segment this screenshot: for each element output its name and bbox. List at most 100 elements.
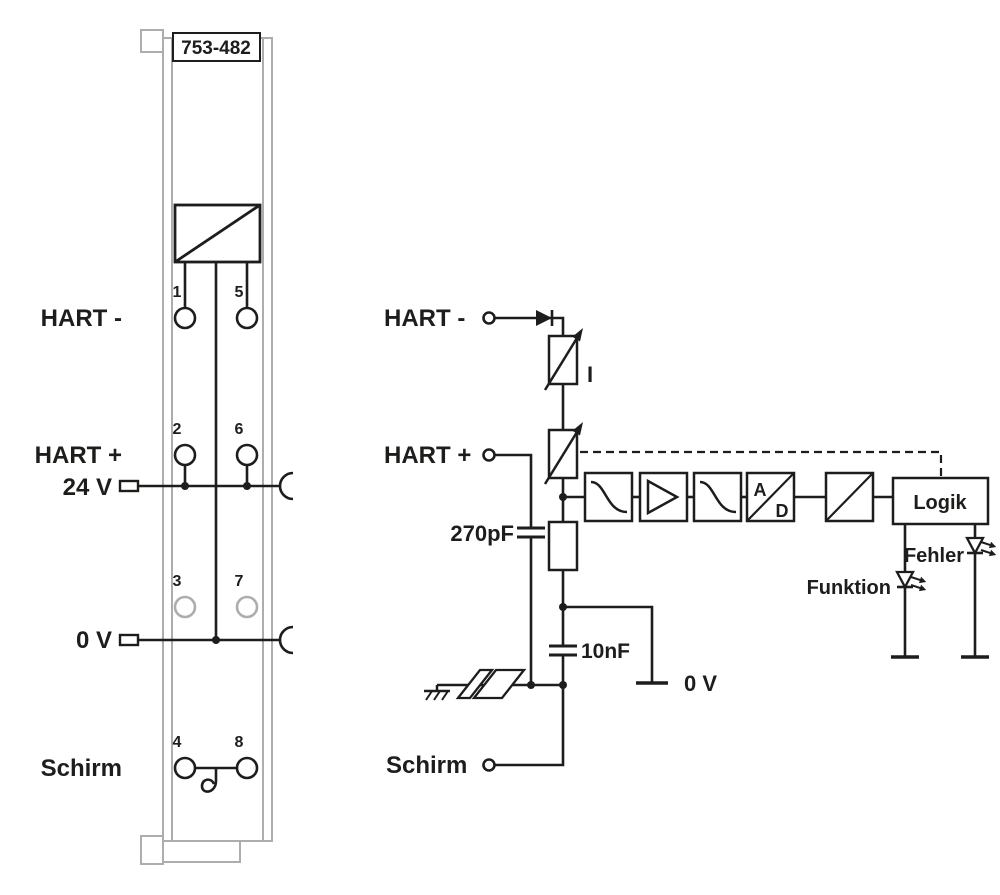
terminal-8 — [235, 756, 259, 780]
junction-dot — [212, 636, 220, 644]
label-hart-plus: HART + — [384, 442, 471, 469]
variable-resistor-1-icon — [543, 328, 583, 391]
capacitor-10nf-icon — [549, 644, 577, 657]
module-drawing: 753-482 1 5 2 6 3 7 4 8 HART - HART + 24… — [35, 29, 294, 865]
junction-dot — [181, 482, 189, 490]
module-terminals — [173, 306, 259, 780]
diode-triangle — [536, 310, 552, 326]
junction-dot — [559, 603, 567, 611]
earth-ground-icon — [424, 685, 450, 701]
power-supply-block — [173, 203, 262, 264]
wire-hart-minus-in — [495, 316, 565, 336]
isolation-diagonal — [825, 472, 874, 522]
label-schirm: Schirm — [386, 752, 467, 779]
signal-chain: A D Logik — [583, 471, 990, 526]
bus-contact-0v-icon — [278, 625, 294, 655]
terminal-number-5: 5 — [235, 284, 244, 301]
schematic-drawing: A D Logik — [384, 305, 997, 779]
terminal-hart-minus — [482, 311, 496, 325]
terminal-bars — [636, 655, 989, 685]
shunt-resistor-icon — [547, 520, 579, 572]
led-ray — [980, 541, 997, 549]
terminal-5 — [235, 306, 259, 330]
terminal-numbers: 1 5 2 6 3 7 4 8 — [173, 284, 244, 751]
label-current-i: I — [587, 362, 593, 387]
terminal-number-4: 4 — [173, 734, 182, 751]
label-funktion: Funktion — [807, 577, 891, 599]
housing-bottom-latch — [140, 835, 164, 865]
wire-shield-in — [495, 655, 565, 767]
label-schirm: Schirm — [41, 755, 122, 782]
terminal-6 — [235, 443, 259, 467]
wire-0v-branch — [563, 605, 654, 683]
led-function-icon — [895, 570, 927, 592]
schematic-labels: HART - HART + I 270pF 10nF 0 V Schirm Fe… — [384, 305, 964, 779]
ad-converter-diagonal — [746, 472, 795, 522]
label-24v: 24 V — [63, 474, 112, 501]
dashed-control-line — [580, 450, 943, 478]
wire-hart-plus-in — [495, 453, 533, 528]
din-rail-segment — [471, 668, 527, 700]
resistor-arrow-head — [572, 328, 583, 342]
label-hart-minus: HART - — [41, 305, 122, 332]
terminal-number-6: 6 — [235, 421, 244, 438]
terminal-schirm — [482, 758, 496, 772]
adc-a-label: A — [754, 480, 767, 500]
logic-block — [891, 476, 990, 526]
lowpass-filter-curve-icon — [699, 480, 737, 514]
led-triangle — [965, 536, 985, 556]
supply-plug-24v-icon — [118, 479, 140, 493]
label-0v: 0 V — [684, 671, 717, 696]
diode-icon — [536, 310, 554, 326]
led-ray — [980, 549, 997, 557]
resistor-arrow-shaft — [543, 431, 579, 485]
lowpass-filter-block-1 — [583, 471, 634, 523]
schematic-wiring — [437, 316, 977, 767]
label-270pf: 270pF — [450, 521, 514, 546]
din-rail-icon — [455, 668, 527, 700]
resistor-arrow-shaft — [543, 337, 579, 391]
terminal-7 — [235, 595, 259, 619]
amplifier-icon — [646, 478, 680, 516]
resistor-arrow-head — [572, 422, 583, 436]
schematic-terminals — [482, 311, 496, 772]
terminal-2 — [173, 443, 197, 467]
logic-label: Logik — [913, 492, 967, 514]
part-number: 753-482 — [181, 38, 251, 59]
module-junctions — [181, 482, 251, 644]
label-fehler: Fehler — [904, 545, 964, 567]
terminal-hart-plus — [482, 448, 496, 462]
label-hart-minus: HART - — [384, 305, 465, 332]
label-hart-plus: HART + — [35, 442, 122, 469]
shield-pigtail-icon — [200, 768, 218, 793]
terminal-1 — [173, 306, 197, 330]
terminal-4 — [173, 756, 197, 780]
lowpass-filter-block-2 — [692, 471, 743, 523]
bus-contact-24v-icon — [278, 471, 294, 501]
terminal-number-2: 2 — [173, 421, 182, 438]
capacitor-270pf-icon — [517, 526, 545, 539]
terminal-number-7: 7 — [235, 573, 244, 590]
supply-plug-0v-icon — [118, 633, 140, 647]
led-error-icon — [965, 536, 997, 557]
adc-d-label: D — [776, 501, 789, 521]
schematic-junctions — [527, 493, 567, 689]
power-block-diagonal — [174, 203, 261, 264]
led-ray — [910, 584, 927, 592]
lowpass-filter-curve-icon — [590, 480, 628, 514]
din-rail-segment — [455, 668, 495, 700]
junction-dot — [527, 681, 535, 689]
label-0v: 0 V — [76, 627, 112, 654]
led-triangle — [895, 570, 915, 590]
junction-dot — [243, 482, 251, 490]
terminal-3 — [173, 595, 197, 619]
terminal-number-1: 1 — [173, 284, 182, 301]
label-10nf: 10nF — [581, 640, 630, 663]
terminal-number-8: 8 — [235, 734, 244, 751]
junction-dot — [559, 493, 567, 501]
variable-resistor-2-icon — [543, 422, 583, 485]
module-labels: HART - HART + 24 V 0 V Schirm — [35, 305, 122, 782]
terminal-number-3: 3 — [173, 573, 182, 590]
